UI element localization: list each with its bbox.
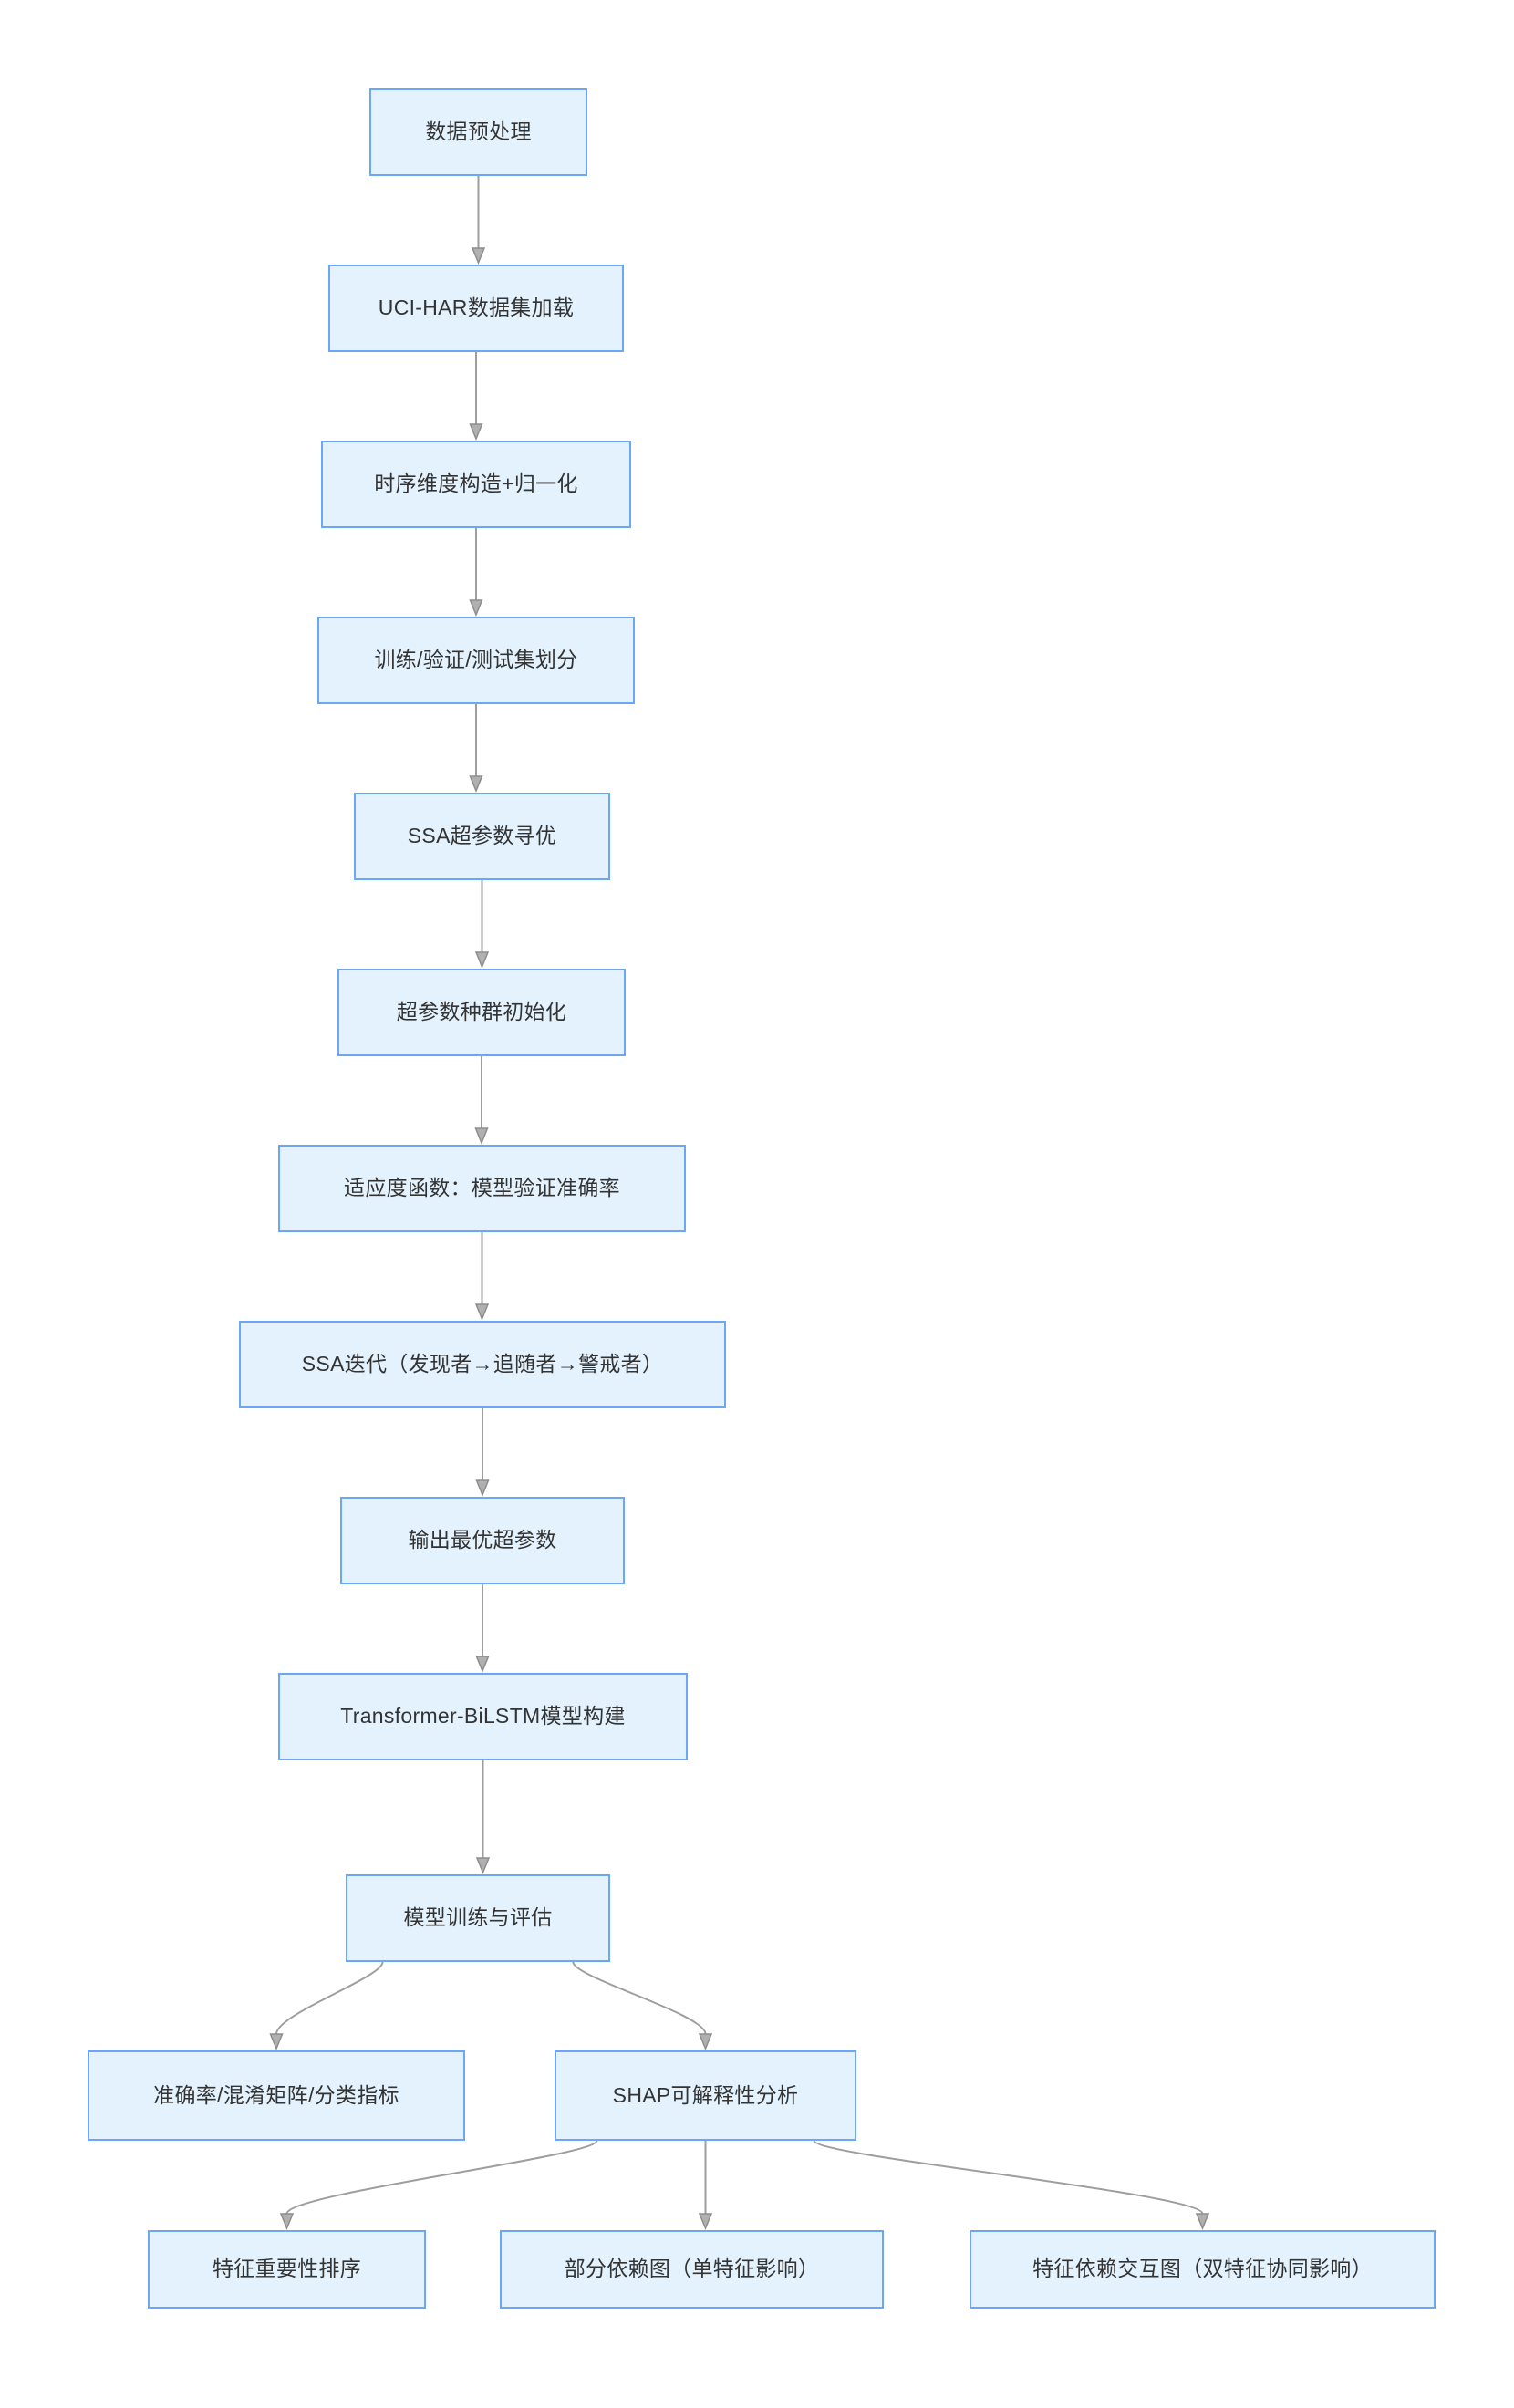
flow-node-n16[interactable]: 特征依赖交互图（双特征协同影响）	[970, 2230, 1436, 2309]
edge-n13-to-n16-arrowhead	[1195, 2213, 1210, 2230]
flow-node-label: 训练/验证/测试集划分	[374, 648, 578, 672]
flow-node-n15[interactable]: 部分依赖图（单特征影响）	[500, 2230, 884, 2309]
edge-n10-to-n11-arrowhead	[475, 1857, 491, 1874]
flow-node-n2[interactable]: UCI-HAR数据集加载	[328, 265, 624, 352]
edge-n5-to-n6-arrowhead	[474, 951, 490, 969]
flow-node-n10[interactable]: Transformer-BiLSTM模型构建	[278, 1673, 688, 1760]
flow-node-label: SHAP可解释性分析	[612, 2082, 799, 2107]
flow-node-label: 适应度函数：模型验证准确率	[344, 1176, 620, 1200]
flow-node-n7[interactable]: 适应度函数：模型验证准确率	[278, 1145, 686, 1232]
edge-n4-to-n5-arrowhead	[469, 775, 483, 793]
edge-n7-to-n8-arrowhead	[474, 1303, 490, 1321]
flow-node-label: 准确率/混淆矩阵/分类指标	[153, 2082, 399, 2107]
edge-n8-to-n9-arrowhead	[475, 1479, 490, 1497]
flow-node-n13[interactable]: SHAP可解释性分析	[555, 2050, 856, 2141]
edge-n11-to-n12	[275, 1961, 384, 2035]
edge-n2-to-n3-arrowhead	[469, 423, 483, 441]
flow-node-label: 超参数种群初始化	[396, 1000, 567, 1024]
edge-n6-to-n7-arrowhead	[474, 1127, 489, 1145]
edge-n13-to-n15-arrowhead	[698, 2213, 713, 2230]
flow-node-label: 特征依赖交互图（双特征协同影响）	[1032, 2257, 1373, 2281]
edge-n11-to-n13-arrowhead	[698, 2033, 713, 2050]
flow-node-n14[interactable]: 特征重要性排序	[148, 2230, 426, 2309]
flow-node-n1[interactable]: 数据预处理	[369, 88, 587, 176]
edge-n13-to-n14	[285, 2140, 598, 2215]
flow-node-label: 特征重要性排序	[212, 2257, 362, 2281]
flow-node-n12[interactable]: 准确率/混淆矩阵/分类指标	[88, 2050, 465, 2141]
edge-n13-to-n14-arrowhead	[279, 2213, 295, 2230]
flow-node-n6[interactable]: 超参数种群初始化	[337, 969, 626, 1056]
flow-node-n9[interactable]: 输出最优超参数	[340, 1497, 625, 1584]
edge-n11-to-n12-arrowhead	[269, 2033, 284, 2050]
edge-n13-to-n16	[813, 2140, 1204, 2215]
edge-n9-to-n10-arrowhead	[475, 1656, 490, 1673]
flow-node-label: SSA迭代（发现者→追随者→警戒者）	[301, 1352, 664, 1376]
flow-node-label: 时序维度构造+归一化	[374, 472, 578, 496]
flow-node-n5[interactable]: SSA超参数寻优	[354, 793, 610, 880]
flow-node-n3[interactable]: 时序维度构造+归一化	[321, 441, 631, 528]
flow-node-n4[interactable]: 训练/验证/测试集划分	[317, 617, 635, 704]
flow-node-label: 数据预处理	[425, 119, 532, 144]
flow-node-label: SSA超参数寻优	[407, 824, 557, 848]
flow-node-label: 输出最优超参数	[408, 1528, 557, 1552]
flow-node-n11[interactable]: 模型训练与评估	[346, 1874, 610, 1962]
edge-n1-to-n2-arrowhead	[471, 247, 486, 265]
flow-node-label: 部分依赖图（单特征影响）	[564, 2257, 820, 2281]
edge-n3-to-n4-arrowhead	[469, 599, 483, 617]
flow-node-label: Transformer-BiLSTM模型构建	[340, 1704, 626, 1728]
flow-node-label: UCI-HAR数据集加载	[378, 296, 575, 320]
edge-n11-to-n13	[572, 1961, 707, 2035]
flow-node-n8[interactable]: SSA迭代（发现者→追随者→警戒者）	[239, 1321, 726, 1408]
flow-node-label: 模型训练与评估	[403, 1905, 553, 1930]
